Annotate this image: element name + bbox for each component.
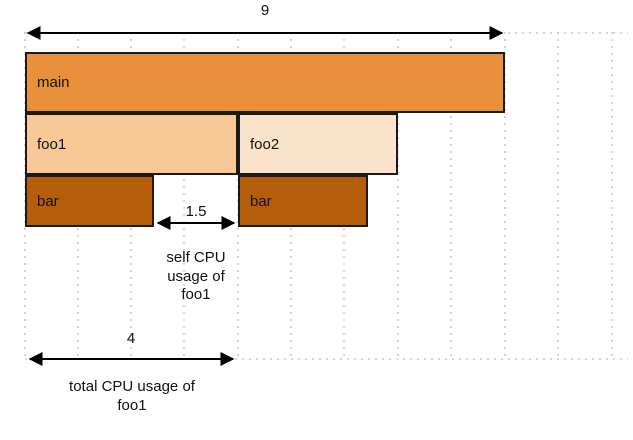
dim-label-total-cpu: 4 (126, 330, 136, 347)
frame-bar-right[interactable]: bar (238, 175, 368, 227)
frame-foo1[interactable]: foo1 (25, 113, 238, 175)
frame-foo2[interactable]: foo2 (238, 113, 398, 175)
frame-foo2-label: foo2 (250, 135, 280, 153)
caption-self-cpu-line-1: self CPU (166, 249, 226, 266)
caption-self-cpu-line-2: usage of (167, 267, 225, 285)
dim-label-total-main: 9 (260, 2, 270, 19)
caption-self-cpu-line-3: foo1 (181, 286, 211, 304)
frame-bar-left-label: bar (37, 192, 59, 210)
caption-self-cpu-foo1: self CPU usage of foo1 (136, 249, 256, 305)
frame-main[interactable]: main (25, 52, 505, 113)
caption-total-cpu-line-1: total CPU usage of (69, 378, 195, 395)
frame-main-label: main (37, 74, 70, 91)
caption-total-cpu-foo1: total CPU usage of foo1 (31, 378, 233, 415)
frame-foo1-label: foo1 (37, 135, 67, 153)
caption-total-cpu-line-2: foo1 (117, 396, 147, 414)
frame-bar-left[interactable]: bar (25, 175, 154, 227)
frame-bar-right-label: bar (250, 192, 272, 210)
dim-label-self-cpu: 1.5 (185, 203, 207, 220)
